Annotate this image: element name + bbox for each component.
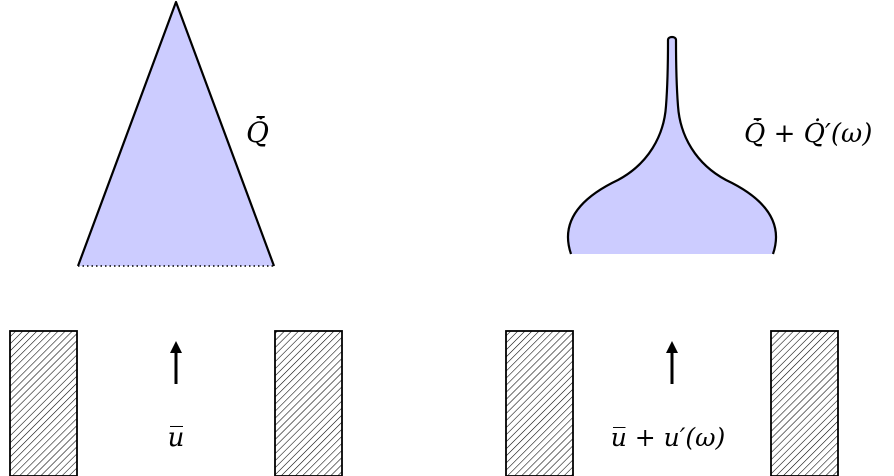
mean-velocity-label: u̅: [168, 423, 185, 453]
fluctuating-heat-release-label: Q̇̄ + Q̇′(ω): [744, 117, 872, 149]
right-wall-right: [770, 330, 839, 476]
fluctuating-flame-shape: [567, 37, 777, 254]
mean-heat-release-label: Q̇̄: [246, 115, 269, 149]
mean-flame-triangle: [78, 2, 274, 266]
left-wall-right: [274, 330, 343, 476]
left-wall-left: [9, 330, 78, 476]
fluctuating-flame-edge: [566, 35, 778, 255]
heat-release-fluct-part: + Q̇′(ω): [765, 118, 872, 149]
mean-flame-edge: [76, 0, 276, 267]
right-wall-left: [505, 330, 574, 476]
heat-release-mean-part: Q̇̄: [744, 117, 765, 149]
left-panel: Q̇̄ u̅: [9, 0, 343, 476]
right-panel: Q̇̄ + Q̇′(ω) u̅ + u′(ω): [505, 35, 872, 476]
fluctuating-velocity-label: u̅ + u′(ω): [611, 423, 726, 452]
